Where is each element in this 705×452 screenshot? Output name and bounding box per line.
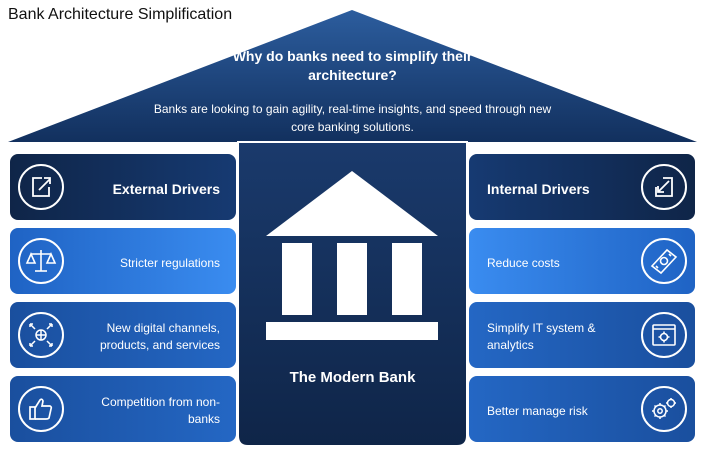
right-item-3: Better manage risk	[487, 403, 588, 418]
settings-window-icon	[641, 312, 687, 358]
right-item-2: Simplify IT system & analytics	[487, 321, 596, 352]
bank-building-icon	[266, 171, 438, 340]
thumbs-up-icon	[18, 386, 64, 432]
center-label: The Modern Bank	[289, 369, 416, 386]
external-link-arrow-icon	[18, 164, 64, 210]
left-item-3: Competition from non-banks	[101, 395, 220, 426]
right-header: Internal Drivers	[487, 180, 590, 197]
globe-network-icon	[18, 312, 64, 358]
scales-icon	[18, 238, 64, 284]
left-bar-3	[10, 376, 236, 442]
right-bar-header	[469, 154, 695, 220]
right-bar-2	[469, 302, 695, 368]
right-bar-3	[469, 376, 695, 442]
right-item-1: Reduce costs	[487, 255, 560, 270]
left-item-1: Stricter regulations	[119, 255, 220, 270]
inward-arrow-icon	[641, 164, 687, 210]
roof-description: Banks are looking to gain agility, real-…	[153, 102, 552, 134]
gears-icon	[641, 386, 687, 432]
left-item-2: New digital channels, products, and serv…	[99, 321, 220, 352]
left-bar-1	[10, 228, 236, 294]
money-bill-icon	[641, 238, 687, 284]
roof-question: Why do banks need to simplify their arch…	[232, 48, 473, 83]
page-title: Bank Architecture Simplification	[8, 6, 233, 23]
left-bar-2	[10, 302, 236, 368]
left-header: External Drivers	[112, 180, 220, 197]
right-bar-1	[469, 228, 695, 294]
left-bar-header	[10, 154, 236, 220]
roof-shape	[8, 10, 697, 142]
